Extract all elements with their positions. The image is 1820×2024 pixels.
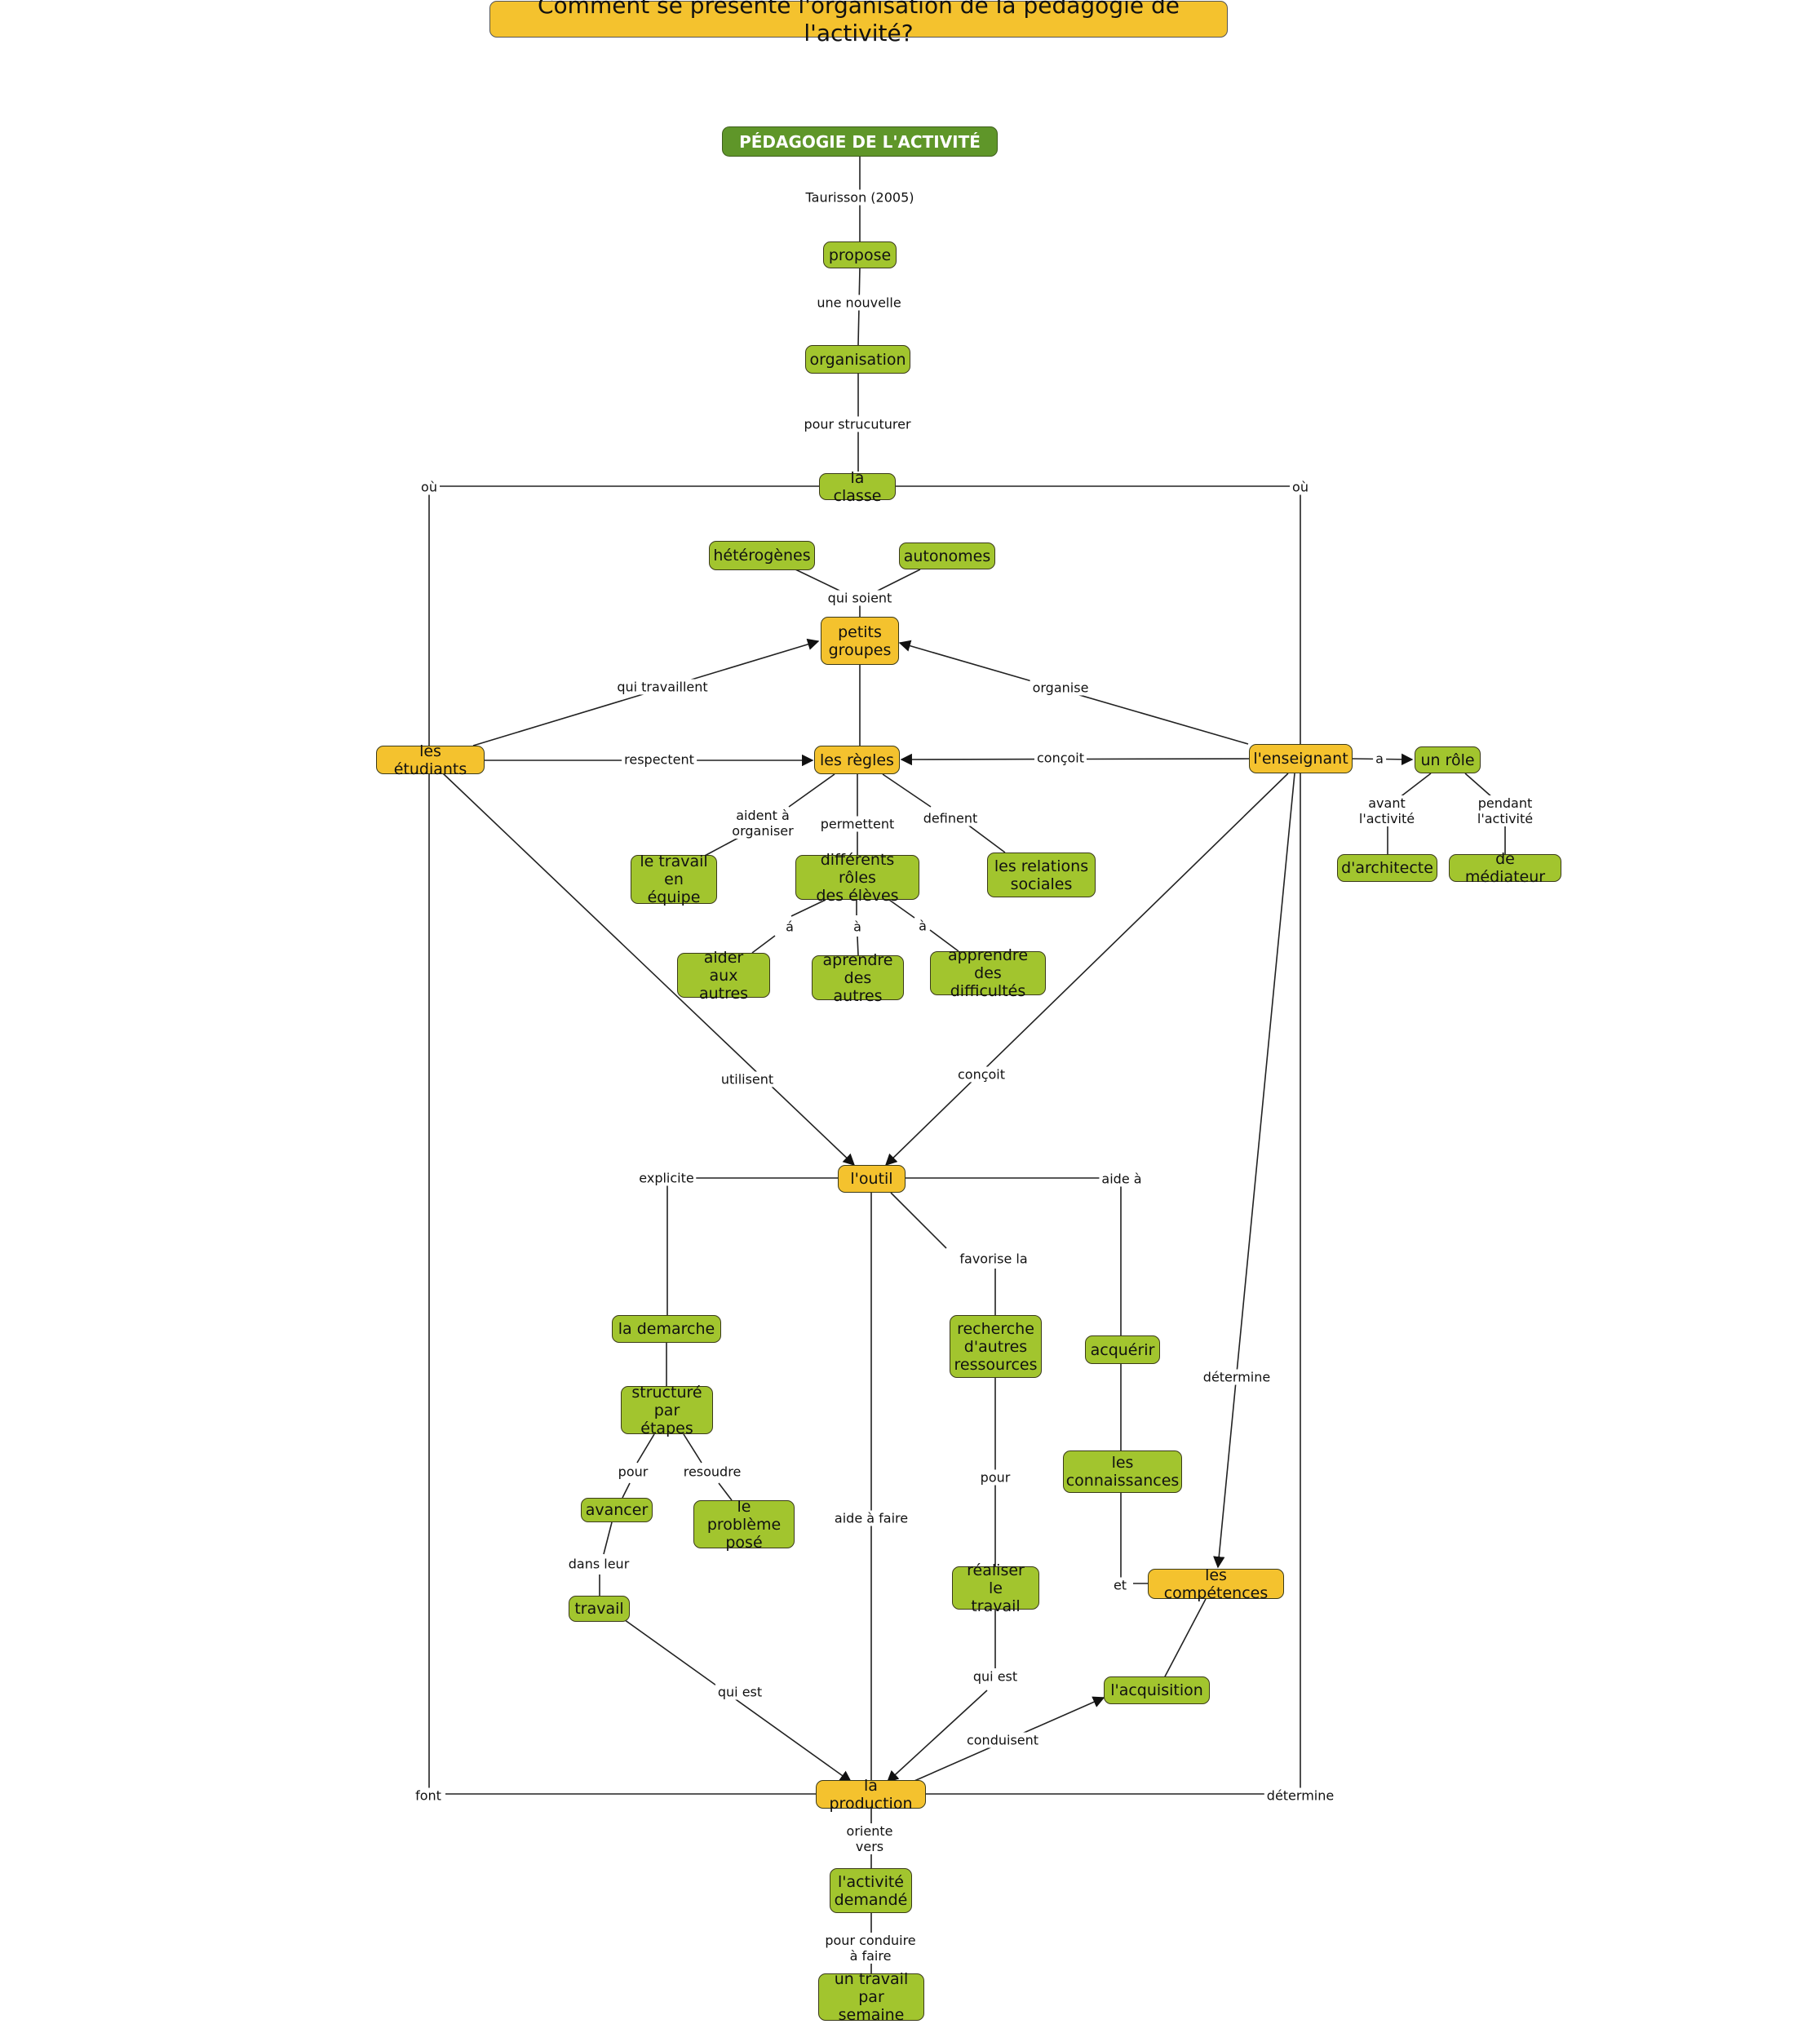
node-heterogenes[interactable]: hétérogènes <box>709 541 815 570</box>
node-aider-aux-autres[interactable]: aider aux autres <box>677 949 770 1003</box>
link-label-a-right: à <box>916 918 929 934</box>
node-differents-roles-des-eleves[interactable]: différents rôles des élèves <box>795 851 919 905</box>
node-le-probleme-pose[interactable]: le problème posé <box>693 1498 795 1552</box>
link-label-concoit-regles: conçoit <box>1034 750 1087 766</box>
node-pedagogie-de-l-activite[interactable]: PÉDAGOGIE DE L'ACTIVITÉ <box>722 126 998 157</box>
node-autonomes[interactable]: autonomes <box>899 543 995 569</box>
link-label-pour-avancer: pour <box>615 1464 651 1480</box>
node-structure-par-etapes[interactable]: structuré par étapes <box>621 1384 713 1437</box>
link-label-qui-est-right: qui est <box>970 1668 1021 1685</box>
link-label-favorise-la: favorise la <box>957 1251 1030 1267</box>
link-label-pour-conduire-a-faire: pour conduire à faire <box>822 1933 919 1964</box>
node-l-activite-demande[interactable]: l'activité demandé <box>830 1868 912 1913</box>
link-label-aide-a-faire: aide à faire <box>831 1510 911 1526</box>
node-recherche-d-autres-ressources[interactable]: recherche d'autres ressources <box>950 1315 1042 1378</box>
link-label-dans-leur: dans leur <box>565 1556 632 1572</box>
link-label-et: et <box>1110 1577 1130 1593</box>
link-label-determine-bottom: détermine <box>1264 1787 1337 1804</box>
node-realiser-le-travail[interactable]: réaliser le travail <box>952 1561 1039 1615</box>
node-acquerir[interactable]: acquérir <box>1085 1335 1160 1364</box>
node-l-acquisition[interactable]: l'acquisition <box>1104 1676 1210 1704</box>
link-label-utilisent: utilisent <box>718 1071 777 1087</box>
link-label-taurisson: Taurisson (2005) <box>803 189 917 206</box>
node-un-role[interactable]: un rôle <box>1415 746 1481 773</box>
link-label-explicite: explicite <box>636 1170 697 1186</box>
link-label-avant-l-activite: avant l'activité <box>1356 795 1418 826</box>
node-les-connaissances[interactable]: les connaissances <box>1063 1450 1182 1493</box>
node-la-production[interactable]: la production <box>816 1777 926 1813</box>
link-label-qui-soient: qui soient <box>825 590 895 606</box>
link-label-une-nouvelle: une nouvelle <box>814 295 904 311</box>
link-label-qui-est-left: qui est <box>715 1684 765 1700</box>
link-label-font: font <box>413 1787 444 1804</box>
node-l-enseignant[interactable]: l'enseignant <box>1249 744 1353 773</box>
link-label-conduisent: conduisent <box>963 1732 1042 1748</box>
link-label-pour-strucuturer: pour strucuturer <box>801 416 914 432</box>
node-petits-groupes[interactable]: petits groupes <box>821 617 899 665</box>
node-un-travail-par-semaine[interactable]: un travail par semaine <box>818 1970 924 2024</box>
link-label-ou-right: où <box>1290 479 1311 495</box>
node-avancer[interactable]: avancer <box>581 1498 653 1522</box>
link-label-a-mid: à <box>851 919 864 935</box>
node-la-demarche[interactable]: la demarche <box>612 1315 721 1343</box>
link-label-aide-a: aide à <box>1099 1171 1145 1187</box>
link-label-organise: organise <box>1030 680 1092 696</box>
node-organisation[interactable]: organisation <box>805 345 910 374</box>
node-de-mediateur[interactable]: de médiateur <box>1449 850 1561 886</box>
node-l-outil[interactable]: l'outil <box>838 1165 906 1193</box>
link-label-determine-mid: détermine <box>1200 1369 1273 1385</box>
node-les-competences[interactable]: les compétences <box>1148 1566 1284 1602</box>
link-label-respectent: respectent <box>622 751 697 768</box>
node-la-classe[interactable]: la classe <box>819 469 896 505</box>
link-label-pendant-l-activite: pendant l'activité <box>1474 795 1536 826</box>
node-aprendre-des-autres[interactable]: aprendre des autres <box>812 951 904 1005</box>
node-propose[interactable]: propose <box>823 241 897 268</box>
link-label-a: a <box>1373 751 1386 767</box>
link-label-pour-realiser: pour <box>977 1469 1013 1486</box>
node-les-relations-sociales[interactable]: les relations sociales <box>987 853 1096 897</box>
link-label-aident-a-organiser: aident à organiser <box>729 808 796 839</box>
link-label-definent: definent <box>920 810 981 826</box>
node-apprendre-des-difficultes[interactable]: apprendre des difficultés <box>930 946 1046 1000</box>
node-les-etudiants[interactable]: les étudiants <box>376 742 485 778</box>
link-label-a-left: á <box>783 919 796 935</box>
link-label-concoit-outil: conçoit <box>954 1066 1008 1083</box>
link-label-ou-left: où <box>418 479 440 495</box>
node-travail[interactable]: travail <box>569 1596 630 1622</box>
link-label-qui-travaillent: qui travaillent <box>614 679 711 695</box>
link-label-resoudre: resoudre <box>680 1464 744 1480</box>
link-label-permettent: permettent <box>817 816 897 832</box>
link-label-oriente-vers: oriente vers <box>844 1823 896 1854</box>
node-d-architecte[interactable]: d'architecte <box>1337 854 1437 882</box>
node-le-travail-en-equipe[interactable]: le travail en équipe <box>631 853 717 906</box>
node-les-regles[interactable]: les règles <box>814 746 900 774</box>
map-title: Comment se présente l'organisation de la… <box>489 0 1228 47</box>
